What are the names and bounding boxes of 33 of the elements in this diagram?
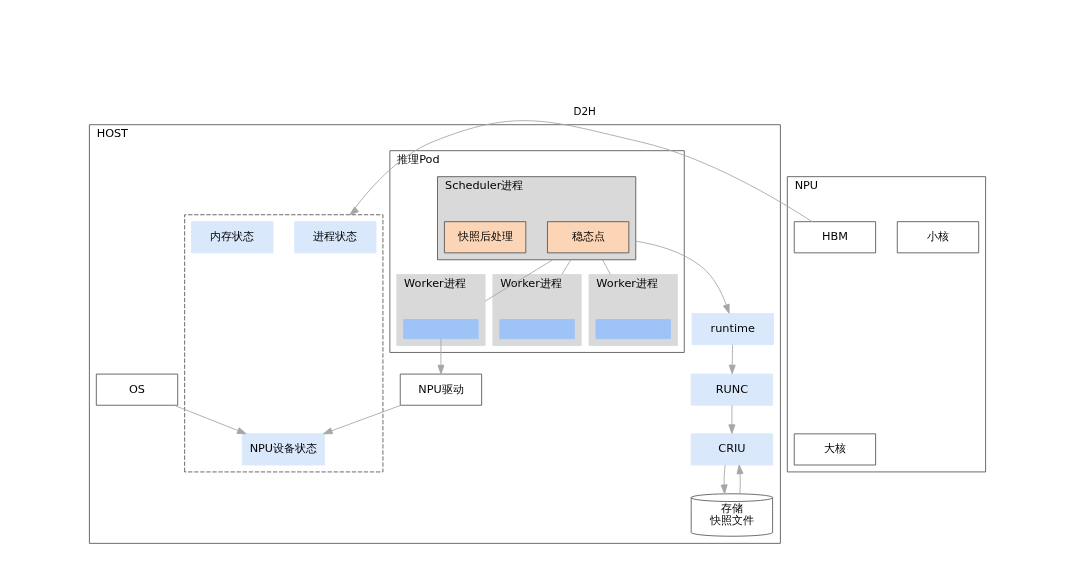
node-box: runtime: [691, 313, 774, 346]
arrow: [349, 120, 813, 223]
node-box: [499, 319, 575, 339]
node-box: CRIU: [690, 433, 774, 466]
node-box: RUNC: [690, 373, 774, 406]
connector: [602, 259, 611, 275]
cluster: [184, 214, 384, 473]
cluster: Worker进程: [396, 274, 486, 346]
node-box: NPU驱动: [399, 373, 483, 406]
arrow: [173, 404, 247, 435]
cluster: Worker进程: [492, 274, 582, 346]
arrow: [635, 240, 730, 314]
node-box: 进程状态: [294, 221, 377, 254]
arrow: [728, 344, 736, 375]
node-box: 小核: [896, 221, 980, 254]
node-box: OS: [95, 373, 179, 406]
node-box: NPU设备状态: [241, 433, 325, 466]
node-box: 快照后处理: [443, 221, 527, 254]
arrow: [728, 405, 736, 434]
node-box: HBM: [793, 221, 877, 254]
node-box: [595, 319, 671, 339]
arrow: [437, 338, 445, 375]
connector: [561, 259, 572, 275]
connector: [484, 259, 554, 302]
node-box: [403, 319, 479, 339]
arrow: [736, 464, 744, 495]
node-box: 稳态点: [547, 221, 630, 254]
cluster: Worker进程: [588, 274, 678, 346]
edge-label: D2H: [573, 104, 596, 117]
arrow: [323, 404, 402, 435]
node-box: 大核: [793, 433, 877, 466]
arrow: [720, 464, 728, 495]
node-box: 内存状态: [191, 221, 274, 254]
